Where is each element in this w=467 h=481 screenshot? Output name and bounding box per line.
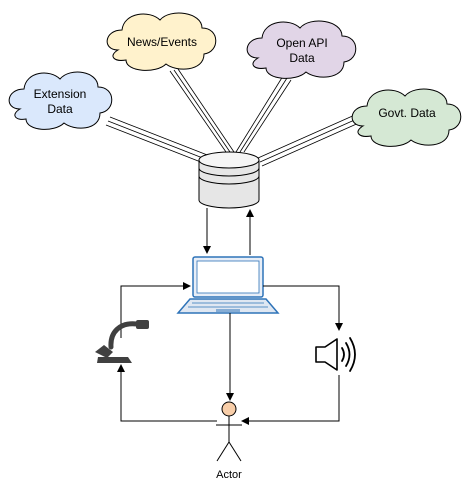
cloud-icon	[351, 88, 462, 147]
cloud-icon	[8, 71, 113, 130]
microphone-icon	[95, 320, 149, 363]
openapi-label-line2: Data	[289, 51, 315, 65]
actor-label: Actor	[216, 469, 242, 481]
extension-cloud-shape	[8, 71, 113, 130]
extension-label-line1: Extension	[34, 87, 87, 101]
laptop-icon	[176, 256, 280, 314]
govt-cloud-shape	[351, 88, 462, 147]
arrow-laptop-to-speaker	[263, 285, 343, 331]
cloud-open-api-data: Open API Data	[246, 20, 357, 79]
cloud-govt-data: Govt. Data	[351, 88, 462, 147]
news-label: News/Events	[127, 35, 197, 49]
arrow-speaker-to-actor	[241, 375, 340, 425]
arrow-microphone-to-laptop	[120, 282, 191, 338]
arrow-actor-to-microphone	[117, 364, 217, 422]
link-extension	[105, 116, 216, 167]
cloud-links	[105, 68, 362, 167]
link-govt	[257, 113, 362, 167]
speaker-icon	[315, 337, 356, 372]
openapi-label-line1: Open API	[276, 36, 327, 50]
link-openapi	[235, 75, 292, 153]
cloud-icon	[106, 12, 217, 71]
news-cloud-shape	[106, 12, 217, 71]
extension-label-line2: Data	[47, 102, 73, 116]
cloud-icon	[246, 20, 357, 79]
cloud-news-events: News/Events	[106, 12, 217, 71]
cloud-extension-data: Extension Data	[8, 71, 113, 130]
actor-head	[221, 401, 237, 417]
openapi-cloud-shape	[246, 20, 357, 79]
link-news	[169, 68, 235, 153]
database-icon	[198, 151, 260, 209]
govt-label: Govt. Data	[378, 106, 436, 120]
actor-icon	[216, 401, 242, 462]
